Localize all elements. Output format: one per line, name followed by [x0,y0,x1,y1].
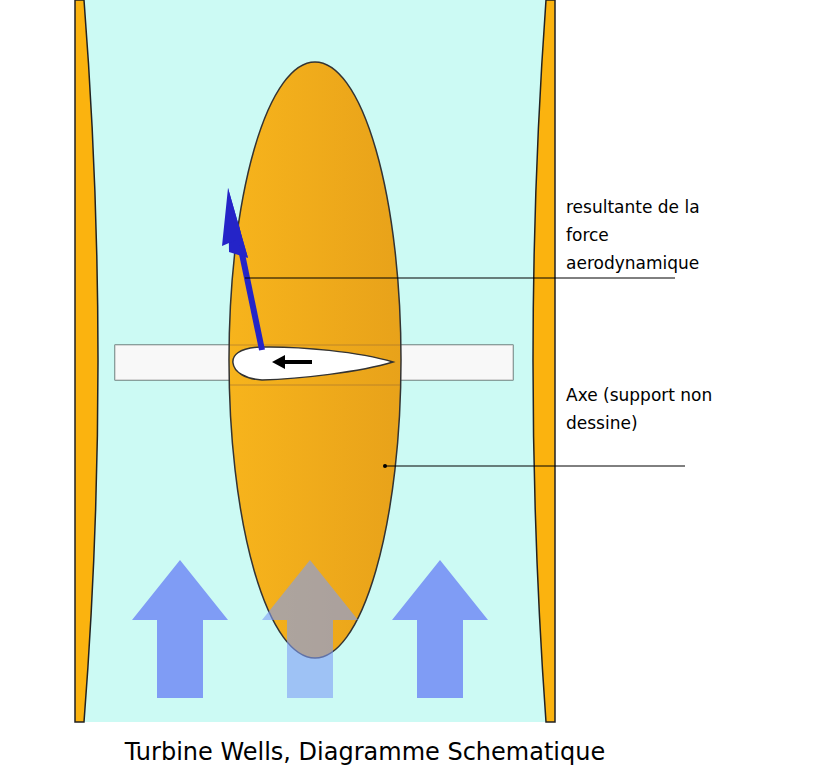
leader-line [245,278,675,279]
force-label: resultante de la force aerodynamique [566,193,741,277]
airflow-arrow [262,560,358,698]
shaft-edge [230,385,400,386]
rotation-arrow [272,355,312,369]
leader-dot [383,464,387,468]
caption: Turbine Wells, Diagramme Schematique [125,737,605,767]
duct-wall [75,0,98,722]
airflow-arrow [132,560,228,698]
airflow-arrow [392,560,488,698]
axis-label: Axe (support non dessine) [566,381,741,437]
shaft [115,345,513,380]
leader-line [385,466,685,467]
shaft-edge [230,345,400,346]
shaft-highlight [115,345,513,380]
force-arrowhead [222,188,248,258]
airfoil [233,347,393,380]
duct-air [75,0,555,722]
duct-wall [533,0,555,722]
